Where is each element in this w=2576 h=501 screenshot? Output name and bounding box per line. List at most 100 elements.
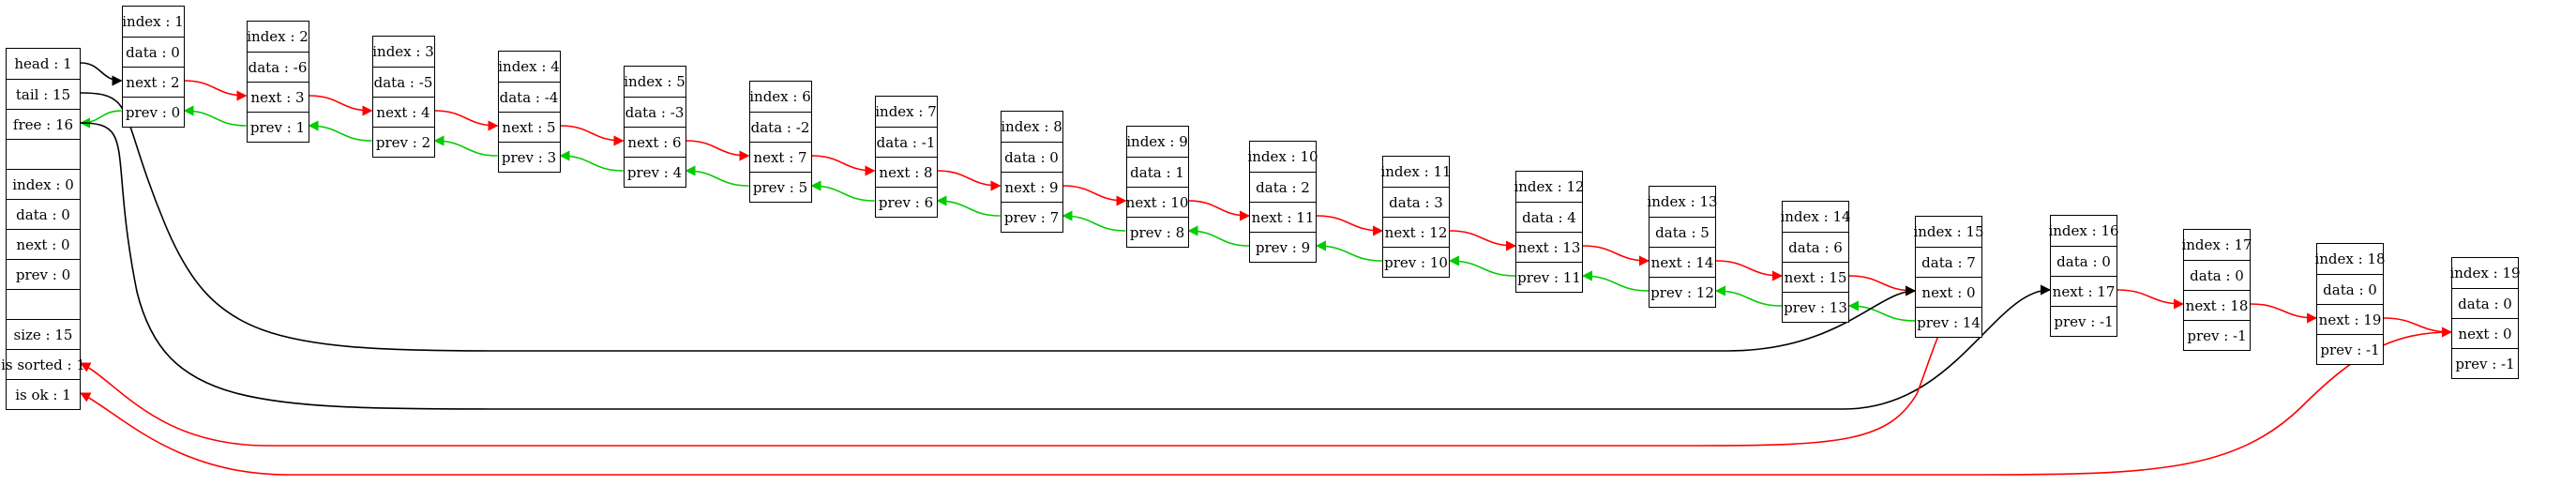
node-next-field: next : 7 [749, 142, 811, 172]
next-edge-4 [560, 125, 625, 146]
node-prev-field: prev : 14 [1916, 307, 1981, 337]
node-next-field: next : 19 [2317, 304, 2383, 334]
next-edge-1 [184, 80, 248, 101]
node-next-field: next : 14 [1650, 247, 1715, 277]
node-prev-field: prev : 7 [1001, 202, 1062, 232]
prev-edge-7 [810, 180, 875, 202]
header-next: next : 0 [7, 229, 80, 259]
next-edge-9 [1188, 200, 1251, 221]
node-next-field: next : 2 [122, 67, 184, 97]
node-data-field: data : -1 [875, 127, 937, 157]
node-next-field: next : 11 [1250, 202, 1316, 232]
prev-edge-1 [79, 110, 122, 129]
node-index-field: index : 16 [2048, 222, 2119, 239]
node-index-field: index : 5 [624, 73, 685, 90]
node-next-field: next : 13 [1516, 232, 1582, 262]
prev-edge-11 [1315, 240, 1383, 262]
node-prev-field: prev : 0 [122, 97, 184, 127]
node-index-field: index : 19 [2449, 265, 2521, 281]
next-edge-2 [309, 95, 373, 116]
header-prev: prev : 0 [7, 259, 80, 289]
node-data-field: data : -4 [498, 82, 560, 112]
node-index-field: index : 15 [1913, 223, 1984, 240]
prev-edge-6 [685, 165, 749, 187]
node-data-field: data : -5 [372, 67, 434, 97]
next-edge-6 [811, 155, 876, 176]
node-next-field: next : 4 [372, 97, 434, 127]
node-data-field: data : 7 [1916, 247, 1981, 277]
node-prev-field: prev : 13 [1783, 292, 1848, 322]
next-edge-16 [2117, 289, 2185, 310]
node-index-field: index : 17 [2181, 236, 2252, 253]
node-prev-field: prev : 9 [1250, 232, 1316, 262]
next-edge-19 [79, 331, 2452, 476]
next-edge-3 [434, 110, 499, 131]
node-data-field: data : 5 [1650, 217, 1715, 247]
node-index-field: index : 2 [247, 28, 309, 45]
node-data-field: data : 0 [2452, 288, 2518, 318]
next-edge-12 [1582, 245, 1650, 266]
prev-edge-2 [183, 105, 247, 127]
header-index: index : 0 [7, 169, 80, 199]
node-data-field: data : 3 [1383, 187, 1449, 217]
node-next-field: next : 17 [2051, 276, 2117, 306]
node-prev-field: prev : 6 [875, 187, 937, 217]
node-data-field: data : 0 [122, 37, 184, 67]
header-is-sorted: is sorted : 1 [1, 349, 85, 379]
node-index-field: index : 3 [372, 43, 434, 60]
node-prev-field: prev : 5 [749, 172, 811, 202]
prev-edge-14 [1714, 285, 1783, 307]
next-edge-11 [1449, 230, 1517, 251]
node-next-field: next : 0 [2452, 318, 2518, 348]
header-separator [7, 289, 80, 319]
node-prev-field: prev : 12 [1650, 277, 1715, 307]
node-index-field: index : 10 [1247, 148, 1318, 165]
header-data: data : 0 [7, 199, 80, 229]
node-prev-field: prev : -1 [2051, 306, 2117, 336]
node-data-field: data : 6 [1783, 232, 1848, 262]
node-index-field: index : 9 [1126, 133, 1188, 150]
node-next-field: next : 12 [1383, 217, 1449, 247]
node-index-field: index : 7 [875, 103, 937, 120]
node-index-field: index : 1 [122, 13, 184, 30]
node-data-field: data : -3 [624, 97, 685, 127]
node-prev-field: prev : 1 [247, 112, 309, 142]
node-next-field: next : 10 [1126, 187, 1188, 217]
node-next-field: next : 5 [498, 112, 560, 142]
next-edge-17 [2250, 303, 2318, 324]
node-index-field: index : 14 [1780, 208, 1851, 225]
node-data-field: data : 4 [1516, 202, 1582, 232]
node-next-field: next : 3 [247, 82, 309, 112]
prev-edge-15 [1847, 300, 1916, 322]
node-next-field: next : 6 [624, 127, 685, 157]
header-size: size : 15 [7, 319, 80, 349]
header-is-ok: is ok : 1 [7, 379, 80, 409]
node-data-field: data : -2 [749, 112, 811, 142]
node-prev-field: prev : -1 [2317, 334, 2383, 364]
header-head: head : 1 [14, 55, 72, 72]
node-prev-field: prev : 10 [1383, 247, 1449, 277]
next-edge-8 [1062, 185, 1127, 206]
prev-edge-8 [936, 195, 1001, 217]
next-edge-18 [2383, 317, 2453, 338]
head-edge [80, 62, 123, 86]
node-prev-field: prev : 8 [1126, 217, 1188, 247]
node-prev-field: prev : -1 [2452, 348, 2518, 378]
node-index-field: index : 13 [1647, 193, 1718, 210]
node-index-field: index : 8 [1001, 118, 1062, 135]
node-index-field: index : 11 [1380, 163, 1452, 180]
